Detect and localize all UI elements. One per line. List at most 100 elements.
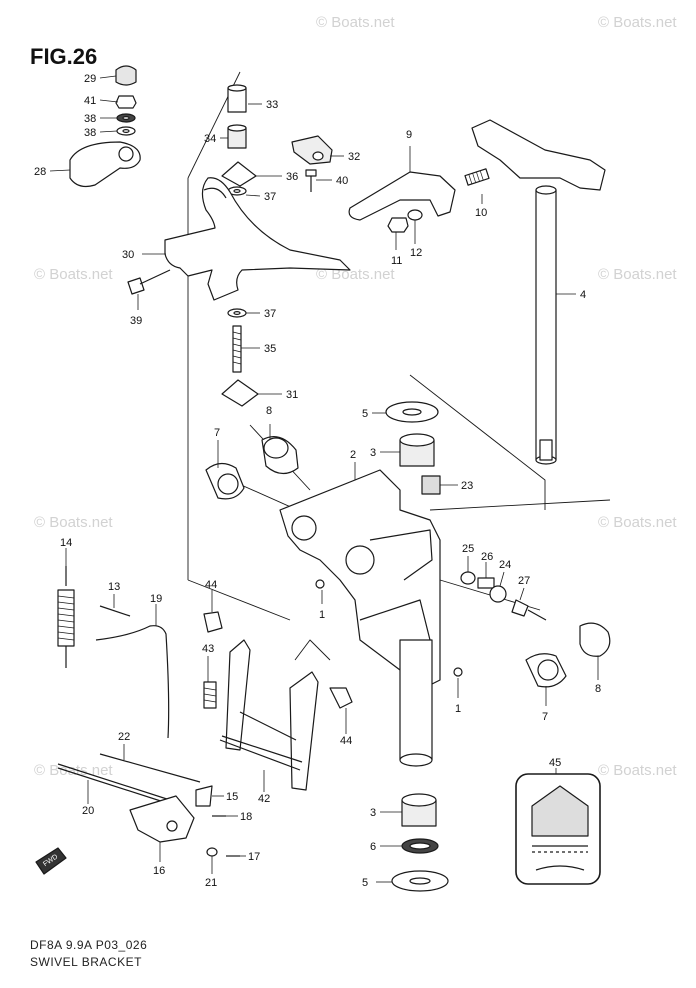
callout-21: 21 xyxy=(205,877,217,889)
callout-16: 16 xyxy=(153,865,165,877)
callout-14: 14 xyxy=(60,537,72,549)
leader-lines xyxy=(49,75,599,883)
callout-6: 6 xyxy=(370,841,376,853)
part-bushing-flanged xyxy=(579,622,611,657)
callout-8: 8 xyxy=(266,405,272,417)
figure-code: DF8A 9.9A P03_026 xyxy=(30,938,148,952)
callout-34: 34 xyxy=(204,133,216,145)
callout-13: 13 xyxy=(108,581,120,593)
callout-31: 31 xyxy=(286,389,298,401)
part-washer xyxy=(206,847,218,857)
callout-38: 38 xyxy=(84,113,96,125)
callout-32: 32 xyxy=(348,151,360,163)
part-bolt xyxy=(464,168,490,186)
watermark: © Boats.net xyxy=(316,266,395,283)
callout-28: 28 xyxy=(34,166,46,178)
part-nut xyxy=(115,95,137,109)
part-bolt xyxy=(203,611,223,633)
tilt-caution-icon xyxy=(531,785,589,837)
part-clamp xyxy=(291,135,333,165)
callout-44: 44 xyxy=(205,579,217,591)
figure-title: FIG.26 xyxy=(30,44,98,69)
part-spring xyxy=(477,577,495,589)
callout-29: 29 xyxy=(84,73,96,85)
part-arm xyxy=(95,625,170,739)
callout-12: 12 xyxy=(410,247,422,259)
callout-25: 25 xyxy=(462,543,474,555)
part-tilt-lever xyxy=(225,639,251,751)
watermark: © Boats.net xyxy=(316,14,395,31)
callout-30: 30 xyxy=(122,249,134,261)
watermark: © Boats.net xyxy=(598,14,677,31)
callout-4: 4 xyxy=(580,289,586,301)
callout-44b: 44 xyxy=(340,735,352,747)
part-spring xyxy=(57,589,75,647)
callout-11: 11 xyxy=(391,255,402,267)
part-bolt xyxy=(329,687,353,709)
callout-42: 42 xyxy=(258,793,270,805)
callout-41: 41 xyxy=(84,95,96,107)
part-tilt-latch xyxy=(129,795,195,843)
part-pin xyxy=(99,605,131,617)
callout-33: 33 xyxy=(266,99,278,111)
part-washer xyxy=(407,209,423,221)
part-bolt xyxy=(511,599,529,617)
part-rod xyxy=(57,763,171,801)
part-nut xyxy=(387,217,409,233)
callout-22: 22 xyxy=(118,731,130,743)
callout-1: 1 xyxy=(319,609,325,621)
part-grease-nipple xyxy=(453,667,463,677)
callout-23: 23 xyxy=(461,480,473,492)
callout-36: 36 xyxy=(286,171,298,183)
part-bolt xyxy=(305,169,317,177)
part-bolt xyxy=(127,277,145,295)
callout-10: 10 xyxy=(475,207,487,219)
callout-20: 20 xyxy=(82,805,94,817)
part-steering-shaft xyxy=(471,119,606,191)
part-plate xyxy=(221,161,257,187)
watermark: © Boats.net xyxy=(34,514,113,531)
part-grease-nipple xyxy=(315,579,325,589)
callout-3: 3 xyxy=(370,447,376,459)
callout-27: 27 xyxy=(518,575,530,587)
watermark: © Boats.net xyxy=(598,266,677,283)
callout-15: 15 xyxy=(226,791,238,803)
callout-39: 39 xyxy=(130,315,142,327)
figure-name: SWIVEL BRACKET xyxy=(30,955,142,969)
callout-26: 26 xyxy=(481,551,493,563)
callout-38b: 38 xyxy=(84,127,96,139)
callout-8b: 8 xyxy=(595,683,601,695)
callout-7b: 7 xyxy=(542,711,548,723)
callout-9: 9 xyxy=(406,129,412,141)
part-stud xyxy=(232,325,242,373)
part-clip xyxy=(195,785,213,807)
part-bushing xyxy=(489,585,507,603)
callout-24: 24 xyxy=(499,559,511,571)
callout-5b: 5 xyxy=(362,877,368,889)
watermark: © Boats.net xyxy=(598,762,677,779)
callout-37: 37 xyxy=(264,191,276,203)
part-pivot-plate xyxy=(348,171,456,221)
part-steering-bracket xyxy=(164,177,351,301)
callout-40: 40 xyxy=(336,175,348,187)
part-plate xyxy=(221,379,259,407)
callout-2: 2 xyxy=(350,449,356,461)
callout-3b: 3 xyxy=(370,807,376,819)
callout-18: 18 xyxy=(240,811,252,823)
callout-37b: 37 xyxy=(264,308,276,320)
callout-45: 45 xyxy=(549,757,561,769)
part-cap xyxy=(115,65,137,86)
part-nut xyxy=(460,571,476,585)
callout-5: 5 xyxy=(362,408,368,420)
callout-43: 43 xyxy=(202,643,214,655)
watermark: © Boats.net xyxy=(34,266,113,283)
guide-lines xyxy=(187,71,611,661)
callout-35: 35 xyxy=(264,343,276,355)
callout-labels: 29 41 38 38 28 33 34 32 36 40 37 30 39 3… xyxy=(34,73,601,889)
part-rod xyxy=(99,753,201,783)
callout-1b: 1 xyxy=(455,703,461,715)
part-spacer xyxy=(421,475,441,495)
callout-19: 19 xyxy=(150,593,162,605)
